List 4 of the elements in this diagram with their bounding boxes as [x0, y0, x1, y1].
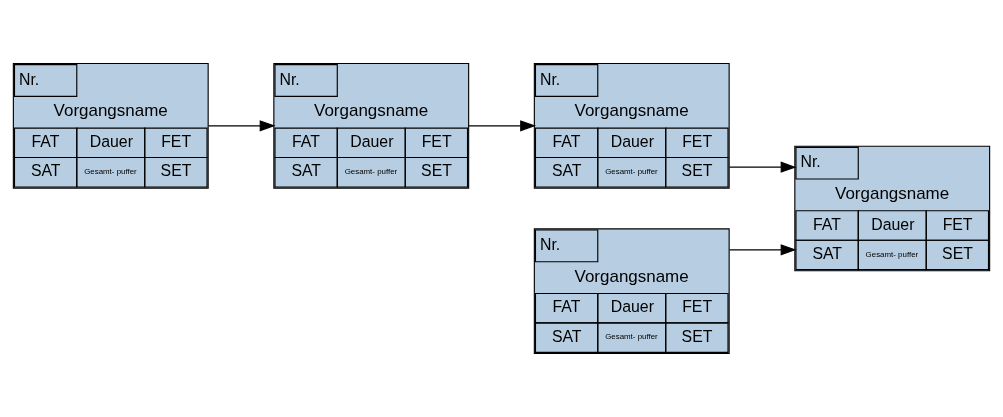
arrow — [207, 120, 276, 132]
arrow — [728, 244, 797, 256]
arrow — [728, 161, 797, 173]
arrow — [468, 120, 537, 132]
